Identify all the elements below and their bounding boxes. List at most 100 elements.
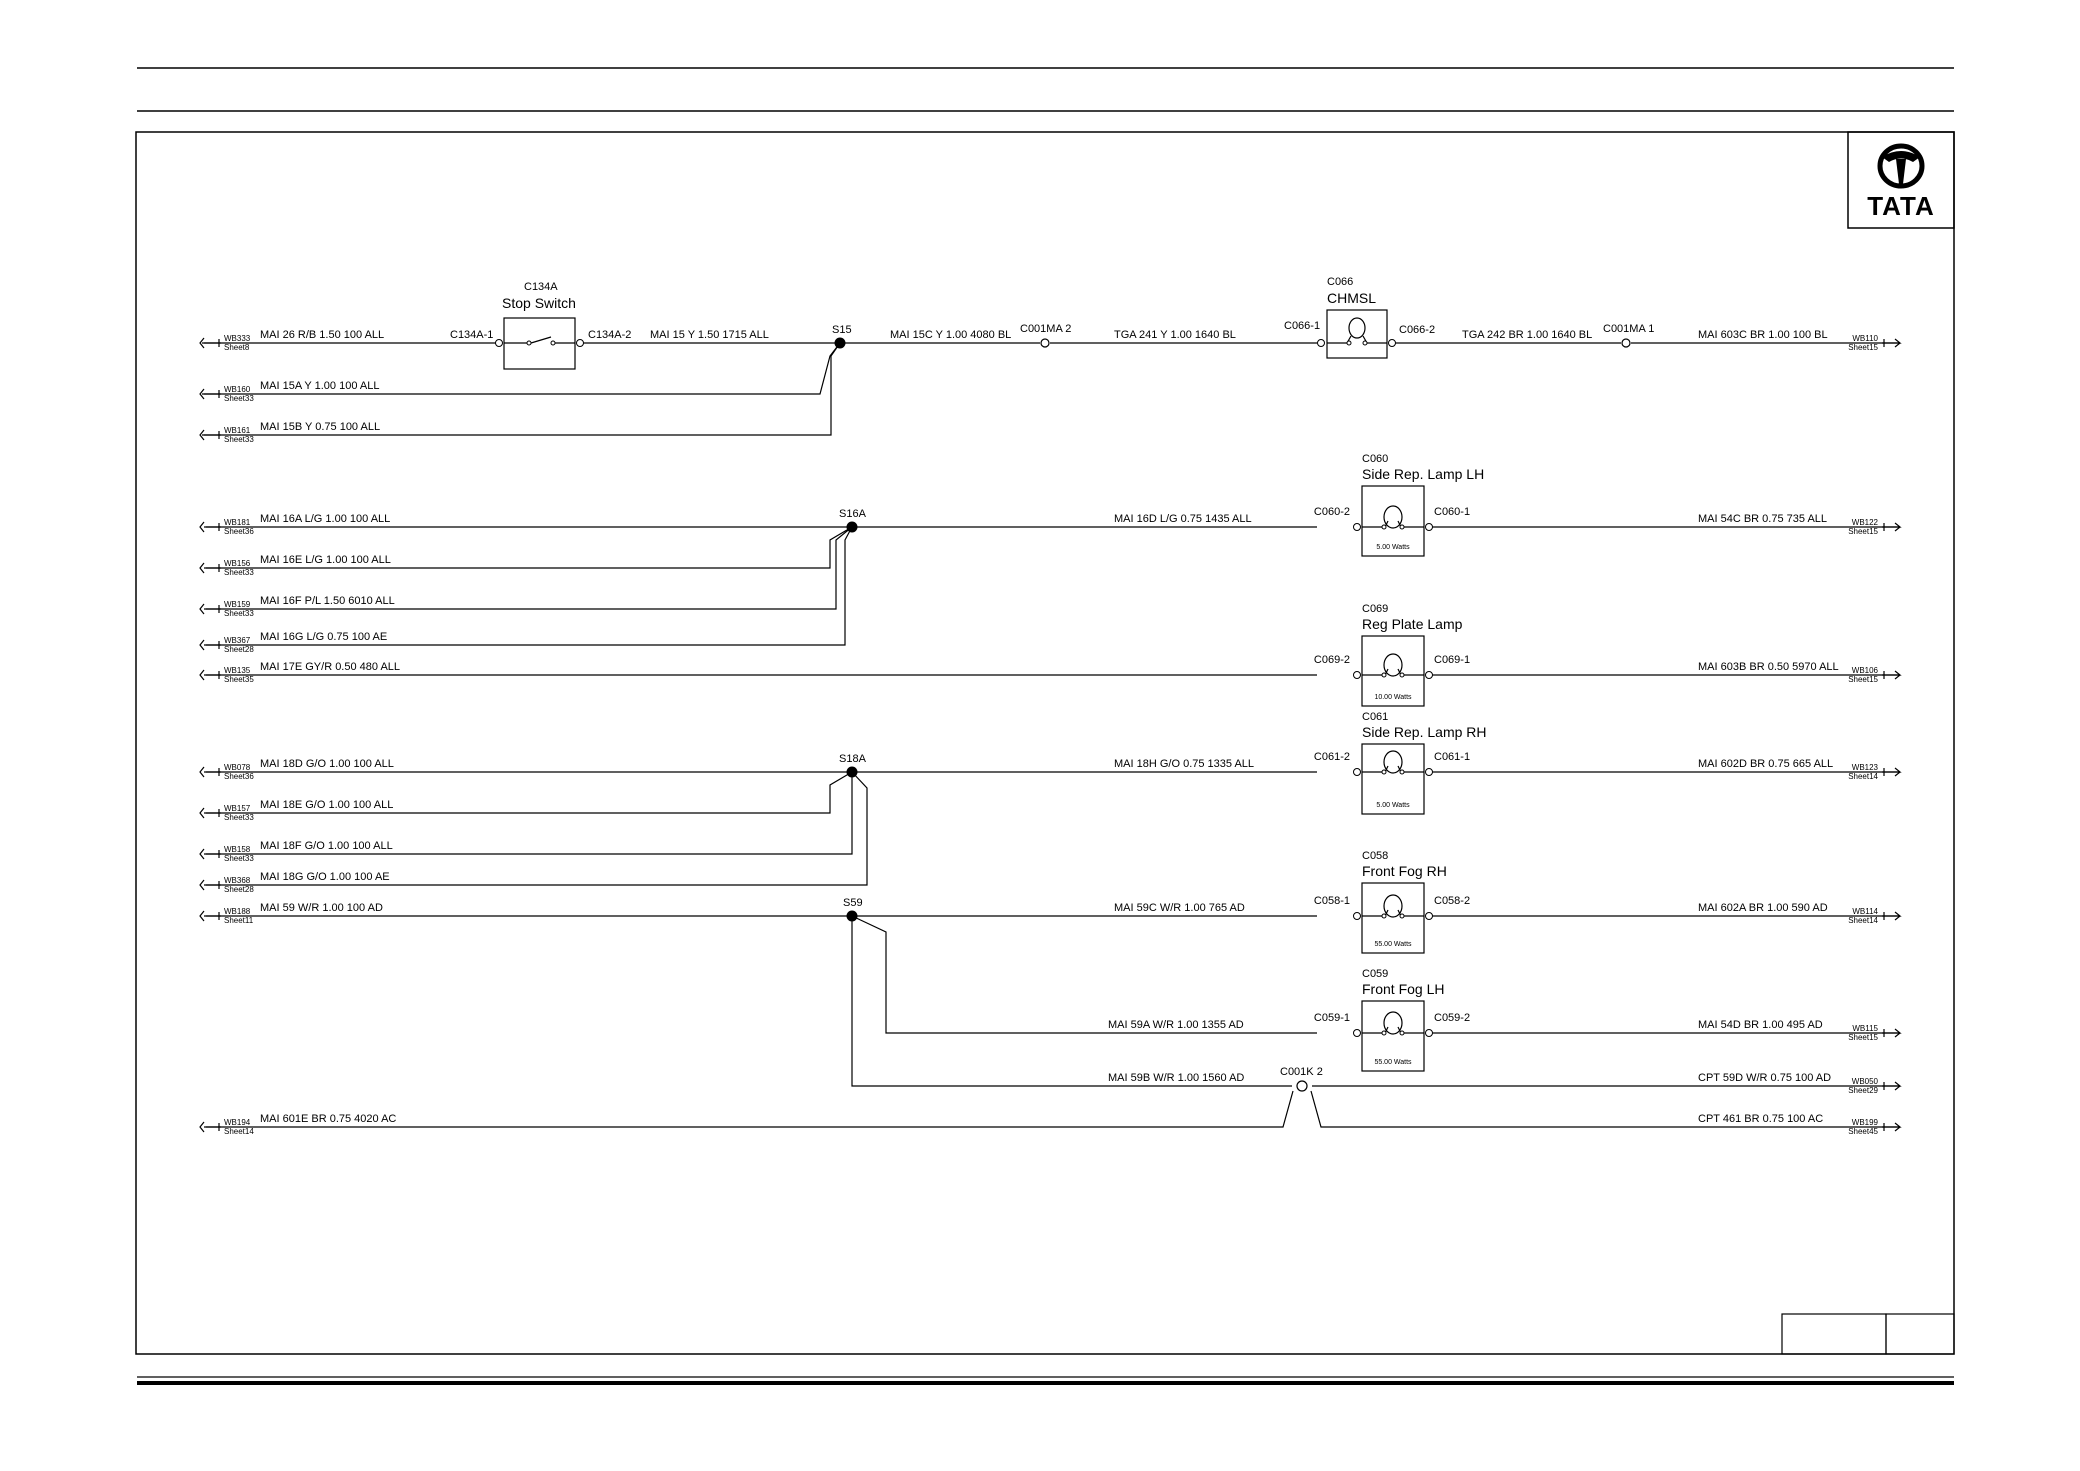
wire-lines bbox=[202, 342, 1900, 1128]
terminal-ref: WB188 bbox=[224, 907, 251, 916]
pin-label: C059-1 bbox=[1314, 1012, 1350, 1024]
splice-s15: S15 bbox=[832, 324, 852, 349]
lamp-icon bbox=[1362, 505, 1424, 530]
terminal-arrow-icon bbox=[199, 669, 221, 681]
pin-label: C069-2 bbox=[1314, 654, 1350, 666]
terminal-ref: WB114 bbox=[1852, 907, 1878, 916]
terminal-sheet: Sheet33 bbox=[224, 609, 254, 618]
terminal-sheet: Sheet33 bbox=[224, 394, 254, 403]
splice-label: S15 bbox=[832, 324, 852, 336]
terminal-ref: WB110 bbox=[1852, 334, 1878, 343]
terminal-ref: WB050 bbox=[1852, 1077, 1879, 1086]
wire-label: MAI 15C Y 1.00 4080 BL bbox=[890, 329, 1011, 341]
component-id: C058 bbox=[1362, 850, 1388, 862]
wire-label: MAI 54D BR 1.00 495 AD bbox=[1698, 1019, 1823, 1031]
wire-w26: MAI 59A W/R 1.00 1355 AD bbox=[1108, 1019, 1244, 1031]
wattage-label: 55.00 Watts bbox=[1374, 941, 1412, 948]
terminal-sheet: Sheet29 bbox=[1848, 1086, 1878, 1095]
wire-label: MAI 26 R/B 1.50 100 ALL bbox=[260, 329, 384, 341]
terminal-arrow-icon bbox=[199, 521, 221, 533]
logo-text: TATA bbox=[1867, 191, 1935, 221]
wire-label: MAI 17E GY/R 0.50 480 ALL bbox=[260, 661, 400, 673]
wire-label: MAI 18F G/O 1.00 100 ALL bbox=[260, 840, 393, 852]
wire-label: MAI 602D BR 0.75 665 ALL bbox=[1698, 758, 1833, 770]
terminal-sheet: Sheet36 bbox=[224, 772, 254, 781]
component-id: C059 bbox=[1362, 968, 1388, 980]
component-name: Side Rep. Lamp RH bbox=[1362, 724, 1487, 740]
pin-label: C059-2 bbox=[1434, 1012, 1470, 1024]
wire-label: CPT 59D W/R 0.75 100 AD bbox=[1698, 1072, 1831, 1084]
terminal-sheet: Sheet14 bbox=[1848, 916, 1878, 925]
wire-label: MAI 16F P/L 1.50 6010 ALL bbox=[260, 595, 395, 607]
component-c134a: C134A Stop Switch C134A-1 C134A-2 bbox=[450, 281, 631, 370]
wire-label: MAI 59B W/R 1.00 1560 AD bbox=[1108, 1072, 1244, 1084]
terminal-sheet: Sheet33 bbox=[224, 435, 254, 444]
terminal-arrow-icon bbox=[1882, 1122, 1902, 1132]
drawing-border bbox=[135, 131, 1955, 1355]
wire-label: MAI 59A W/R 1.00 1355 AD bbox=[1108, 1019, 1244, 1031]
component-name: Front Fog LH bbox=[1362, 981, 1444, 997]
lamp-icon bbox=[1362, 653, 1424, 678]
terminal-ref: WB106 bbox=[1852, 666, 1879, 675]
wire-label: MAI 16G L/G 0.75 100 AE bbox=[260, 631, 387, 643]
terminal-ref: WB181 bbox=[224, 518, 251, 527]
component-id: C060 bbox=[1362, 453, 1388, 465]
wire-label: MAI 18E G/O 1.00 100 ALL bbox=[260, 799, 393, 811]
wire-w13: MAI 16D L/G 0.75 1435 ALL bbox=[1114, 513, 1252, 525]
terminal-ref: WB156 bbox=[224, 559, 251, 568]
wire-label: MAI 15A Y 1.00 100 ALL bbox=[260, 380, 379, 392]
lamp-icon bbox=[1362, 1011, 1424, 1036]
terminal-ref: WB158 bbox=[224, 845, 251, 854]
wattage-label: 10.00 Watts bbox=[1374, 694, 1412, 701]
wire-w24: MAI 59C W/R 1.00 765 AD bbox=[1114, 902, 1245, 914]
pin-label: C134A-2 bbox=[588, 329, 631, 341]
terminal-sheet: Sheet36 bbox=[224, 527, 254, 536]
lamp-icon bbox=[1362, 894, 1424, 919]
wire-w4: MAI 15 Y 1.50 1715 ALL bbox=[650, 329, 769, 341]
terminal-ref: WB123 bbox=[1852, 763, 1879, 772]
terminal-ref: WB122 bbox=[1852, 518, 1879, 527]
terminal-arrow-icon bbox=[199, 766, 221, 778]
terminal-ref: WB135 bbox=[224, 666, 251, 675]
terminal-arrow-icon bbox=[1882, 1028, 1902, 1038]
wire-w6: TGA 241 Y 1.00 1640 BL bbox=[1114, 329, 1236, 341]
wire-label: MAI 602A BR 1.00 590 AD bbox=[1698, 902, 1828, 914]
terminal-ref: WB333 bbox=[224, 334, 251, 343]
terminal-ref: WB159 bbox=[224, 600, 251, 609]
wire-w7: TGA 242 BR 1.00 1640 BL bbox=[1462, 329, 1592, 341]
terminal-sheet: Sheet28 bbox=[224, 645, 254, 654]
terminal-arrow-icon bbox=[199, 639, 221, 651]
terminal-ref: WB078 bbox=[224, 763, 251, 772]
terminal-ref: WB161 bbox=[224, 426, 251, 435]
pin-label: C134A-1 bbox=[450, 329, 493, 341]
connector-c001ma-2: C001MA 2 bbox=[1020, 323, 1071, 348]
wire-label: TGA 242 BR 1.00 1640 BL bbox=[1462, 329, 1592, 341]
component-name: Side Rep. Lamp LH bbox=[1362, 466, 1484, 482]
switch-icon bbox=[504, 336, 575, 346]
